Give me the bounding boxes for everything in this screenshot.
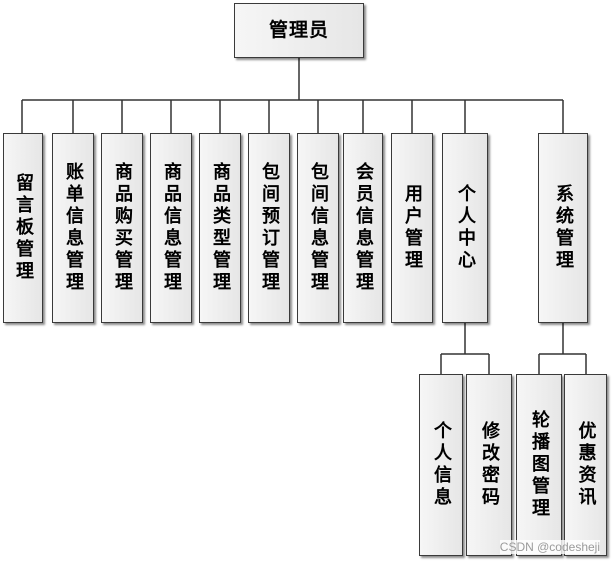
module-node-label: 商品信息管理 (161, 162, 182, 294)
module-node-bill-info: 账单信息管理 (52, 133, 94, 323)
submodule-node-carousel-management: 轮播图管理 (516, 374, 562, 556)
module-node-label: 用户管理 (402, 184, 423, 272)
module-node-user-management: 用户管理 (391, 133, 433, 323)
module-node-label: 商品类型管理 (210, 162, 231, 294)
submodule-node-label: 修改密码 (479, 421, 500, 509)
submodule-node-discount-news: 优惠资讯 (564, 374, 607, 556)
module-node-goods-purchase: 商品购买管理 (101, 133, 143, 323)
module-node-label: 商品购买管理 (112, 162, 133, 294)
module-node-room-booking: 包间预订管理 (248, 133, 290, 323)
module-node-label: 留言板管理 (13, 173, 34, 283)
root-node-label: 管理员 (268, 19, 329, 41)
module-node-goods-info: 商品信息管理 (150, 133, 192, 323)
module-node-goods-type: 商品类型管理 (199, 133, 241, 323)
module-node-message-board: 留言板管理 (3, 133, 43, 323)
module-node-room-info: 包间信息管理 (297, 133, 339, 323)
module-node-label: 包间预订管理 (259, 162, 280, 294)
module-node-personal-center: 个人中心 (442, 133, 488, 323)
module-node-label: 会员信息管理 (353, 162, 374, 294)
watermark-text: CSDN @codesheji (499, 540, 600, 554)
module-node-label: 个人中心 (455, 184, 476, 272)
submodule-node-personal-info: 个人信息 (419, 374, 463, 556)
module-node-label: 系统管理 (553, 184, 574, 272)
submodule-node-label: 优惠资讯 (575, 421, 597, 509)
module-node-label: 账单信息管理 (63, 162, 84, 294)
root-node-admin: 管理员 (234, 3, 364, 58)
submodule-node-label: 轮播图管理 (529, 410, 550, 520)
submodule-node-change-password: 修改密码 (466, 374, 512, 556)
module-node-label: 包间信息管理 (308, 162, 329, 294)
submodule-node-label: 个人信息 (431, 421, 452, 509)
module-node-member-info: 会员信息管理 (343, 133, 383, 323)
module-node-system-management: 系统管理 (538, 133, 588, 323)
